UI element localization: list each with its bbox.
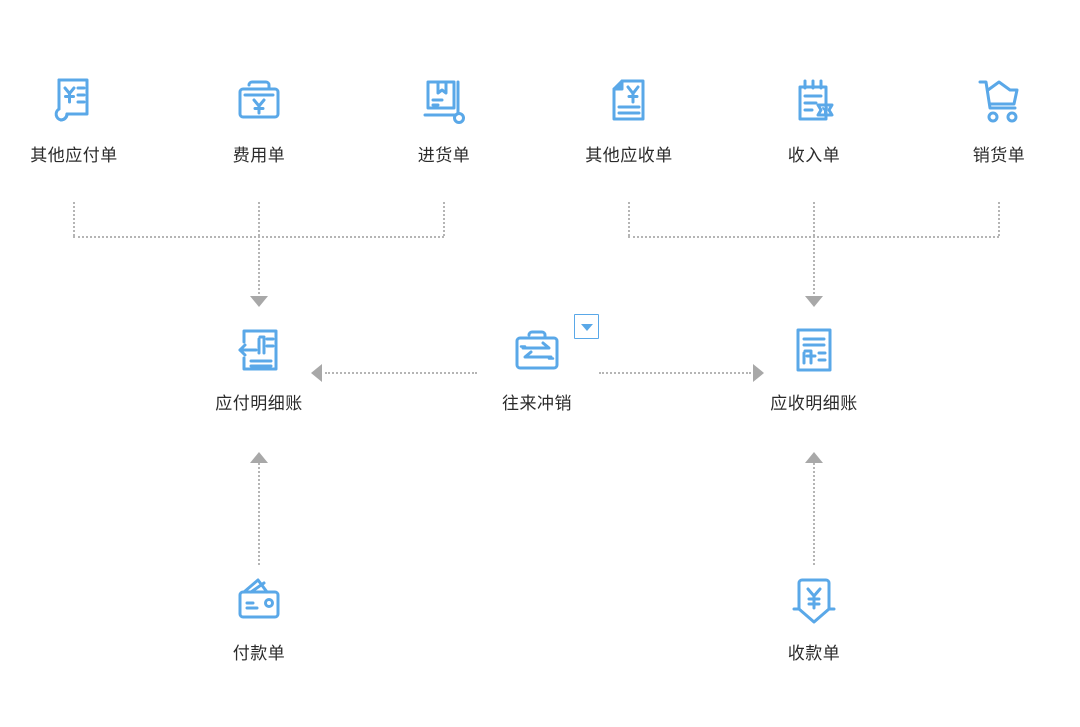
receipt-yen-icon bbox=[46, 74, 102, 130]
chevron-down-icon bbox=[580, 323, 593, 331]
connector-drop-receivables bbox=[813, 236, 815, 298]
offset-dropdown-button[interactable] bbox=[574, 314, 599, 339]
document-yen-icon bbox=[601, 74, 657, 130]
wallet-icon bbox=[231, 572, 287, 628]
node-label: 进货单 bbox=[417, 146, 471, 165]
node-label: 收入单 bbox=[787, 146, 841, 165]
node-offset[interactable]: 往来冲销 bbox=[462, 314, 612, 415]
node-label: 付款单 bbox=[232, 644, 286, 663]
node-label: 往来冲销 bbox=[502, 394, 572, 413]
connector-drop-payables bbox=[258, 236, 260, 298]
connector-stub-purchase bbox=[443, 202, 445, 236]
connector-stub-income bbox=[813, 202, 815, 236]
shopping-cart-icon bbox=[971, 74, 1027, 130]
node-purchase[interactable]: 进货单 bbox=[369, 74, 519, 167]
node-label: 应收明细账 bbox=[770, 394, 858, 413]
connector-payment-up bbox=[258, 463, 260, 565]
shield-yen-down-icon bbox=[786, 572, 842, 628]
node-sales[interactable]: 销货单 bbox=[924, 74, 1074, 167]
arrowhead-offset-left bbox=[311, 364, 322, 382]
connector-stub-expense bbox=[258, 202, 260, 236]
node-receipt-voucher[interactable]: 收款单 bbox=[739, 572, 889, 665]
node-label: 应付明细账 bbox=[215, 394, 303, 413]
node-label: 其他应收单 bbox=[585, 146, 673, 165]
arrowhead-receivables-down bbox=[805, 296, 823, 307]
node-payable-ledger[interactable]: 应付明细账 bbox=[184, 322, 334, 415]
clipboard-yen-icon bbox=[786, 74, 842, 130]
document-receive-icon bbox=[786, 322, 842, 378]
connector-stub-other-receivable bbox=[628, 202, 630, 236]
arrowhead-receipt-up bbox=[805, 452, 823, 463]
node-label: 费用单 bbox=[232, 146, 286, 165]
document-pay-arrow-icon bbox=[231, 322, 287, 378]
node-label: 销货单 bbox=[972, 146, 1026, 165]
node-label: 收款单 bbox=[787, 644, 841, 663]
node-income[interactable]: 收入单 bbox=[739, 74, 889, 167]
box-cart-icon bbox=[416, 74, 472, 130]
connector-receipt-up bbox=[813, 463, 815, 565]
arrowhead-offset-right bbox=[753, 364, 764, 382]
connector-offset-to-payable bbox=[325, 372, 477, 374]
toolbox-yen-icon bbox=[231, 74, 287, 130]
arrowhead-payment-up bbox=[250, 452, 268, 463]
node-other-payable[interactable]: 其他应付单 bbox=[0, 74, 149, 167]
connector-stub-sales bbox=[998, 202, 1000, 236]
arrowhead-payables-down bbox=[250, 296, 268, 307]
connector-offset-to-receivable bbox=[599, 372, 751, 374]
connector-stub-other-payable bbox=[73, 202, 75, 236]
briefcase-exchange-icon bbox=[509, 314, 599, 378]
node-other-receivable[interactable]: 其他应收单 bbox=[554, 74, 704, 167]
node-label: 其他应付单 bbox=[30, 146, 118, 165]
node-payment-voucher[interactable]: 付款单 bbox=[184, 572, 334, 665]
node-expense[interactable]: 费用单 bbox=[184, 74, 334, 167]
node-receivable-ledger[interactable]: 应收明细账 bbox=[739, 322, 889, 415]
